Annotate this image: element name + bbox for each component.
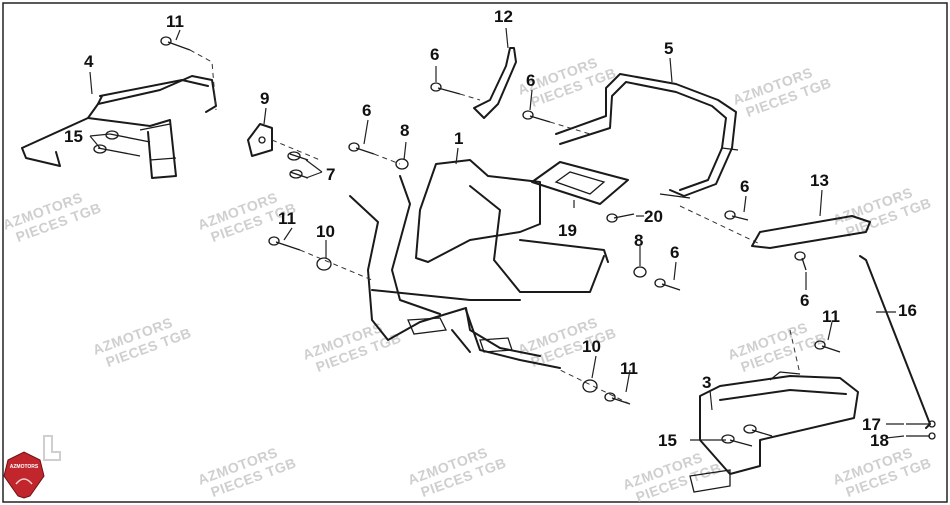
callout-16: 16 <box>898 301 917 320</box>
part-5-rail <box>555 73 739 199</box>
callout-11: 11 <box>822 307 840 326</box>
part-13-arm <box>473 47 517 119</box>
part-12-bar <box>751 215 871 249</box>
callout-4: 4 <box>84 52 94 71</box>
part-7-bolts <box>287 151 309 179</box>
part-6-right-bolts <box>654 205 807 291</box>
callout-6: 6 <box>670 243 679 262</box>
callout-5: 5 <box>664 39 673 58</box>
callout-11: 11 <box>620 359 638 378</box>
callout-8: 8 <box>400 121 409 140</box>
part-20-screw <box>606 213 635 223</box>
part-4-left-bracket <box>21 75 217 179</box>
callout-11: 11 <box>166 12 184 31</box>
part-15-bottom-bolts <box>721 424 773 447</box>
part-19-plate <box>531 161 629 205</box>
part-3-bottom-right-bracket <box>689 371 859 493</box>
callout-8: 8 <box>634 231 643 250</box>
callout-20: 20 <box>644 207 663 226</box>
callout-15: 15 <box>658 431 677 450</box>
callout-10: 10 <box>316 222 335 241</box>
part-10-washers <box>316 257 598 393</box>
callout-6: 6 <box>430 45 439 64</box>
callout-13: 12 <box>494 7 513 26</box>
callout-6: 6 <box>526 71 535 90</box>
part-1-main-frame <box>349 159 609 369</box>
callout-6: 6 <box>362 101 371 120</box>
callout-6: 6 <box>740 177 749 196</box>
callout-1: 1 <box>454 129 463 148</box>
callout-17: 17 <box>862 415 881 434</box>
callout-10: 10 <box>582 337 601 356</box>
part-11-top-left-bolt <box>160 36 217 111</box>
callout-9: 9 <box>260 89 269 108</box>
leader-lines <box>89 27 905 441</box>
logo-shield-icon <box>3 451 45 499</box>
logo-bracket-icon <box>43 435 61 461</box>
part-9-bracket <box>247 123 321 161</box>
part-17-18-bolts <box>906 420 936 440</box>
callout-labels: 11 4 15 9 7 6 8 6 1 12 6 5 6 13 20 19 8 … <box>64 7 917 450</box>
callout-6: 6 <box>800 291 809 310</box>
callout-15: 15 <box>64 127 83 146</box>
callout-11: 11 <box>278 209 296 228</box>
part-11-bolts <box>268 236 841 405</box>
part-15-left-bolts <box>93 130 151 157</box>
callout-7: 7 <box>326 165 335 184</box>
part-16-rod <box>859 255 931 429</box>
callout-12: 13 <box>810 171 829 190</box>
logo-text: AZMOTORS <box>10 464 39 470</box>
callout-3: 3 <box>702 373 711 392</box>
azmotors-logo: AZMOTORS <box>3 435 61 499</box>
callout-18: 18 <box>870 431 889 450</box>
callout-19: 19 <box>558 221 577 240</box>
part-8-washers <box>395 158 647 278</box>
